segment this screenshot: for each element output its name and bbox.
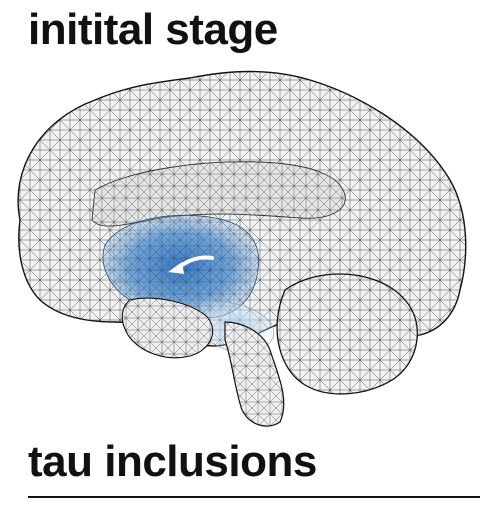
brain-mesh-svg xyxy=(17,70,467,427)
temporal-lobe xyxy=(121,297,214,359)
caption-underline xyxy=(28,496,480,498)
inner-ridge xyxy=(91,161,346,227)
brain-figure xyxy=(0,60,480,430)
cerebellum xyxy=(276,273,418,395)
figure-title: initital stage xyxy=(28,5,278,54)
figure-caption: tau inclusions xyxy=(28,437,317,486)
spread-arrow-icon xyxy=(168,255,214,274)
brainstem xyxy=(224,321,285,427)
